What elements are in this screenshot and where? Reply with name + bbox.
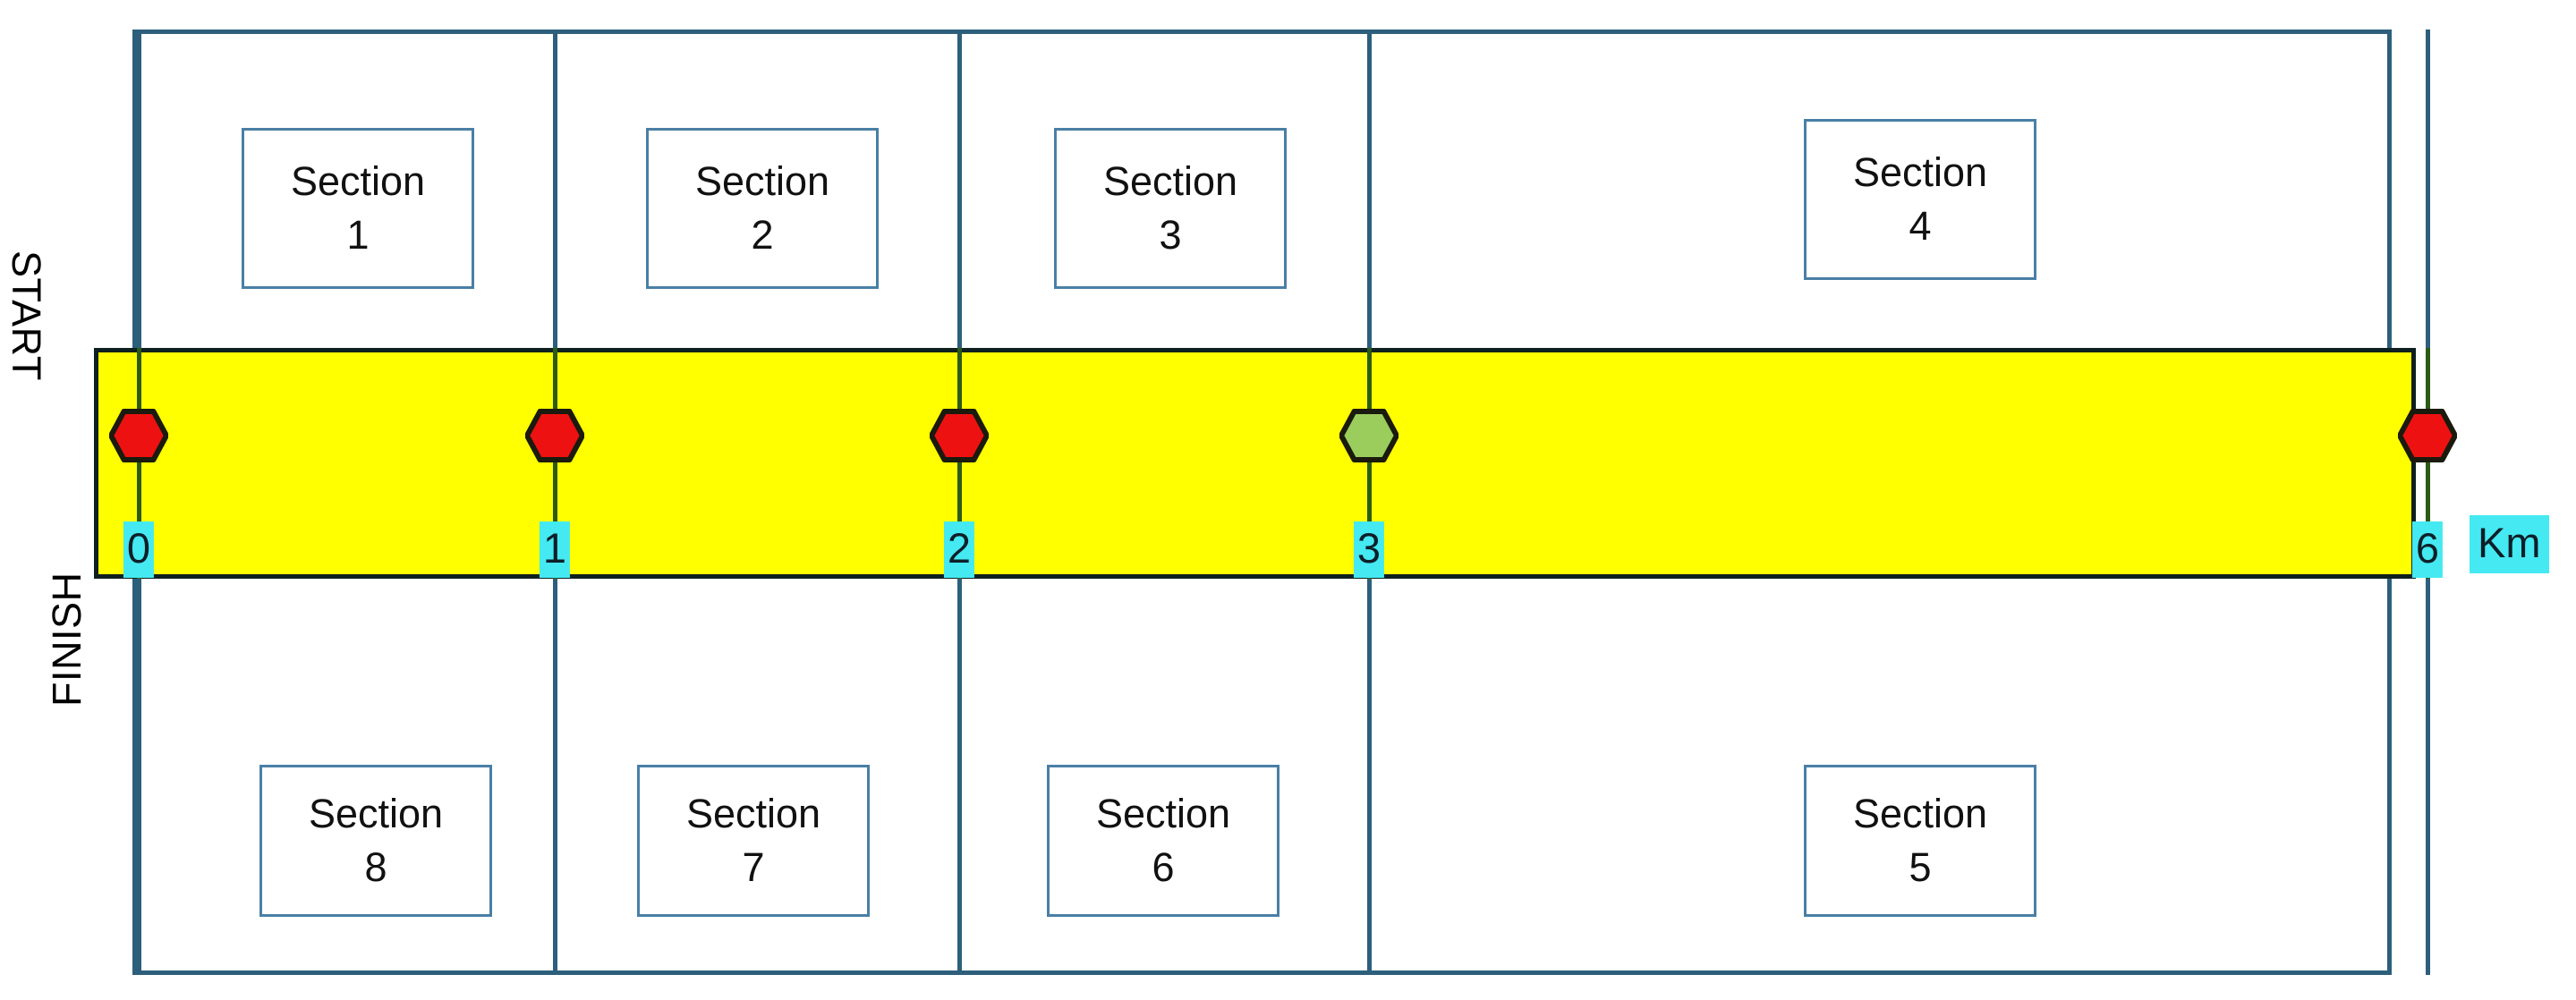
section-box-number: 4	[1909, 203, 1932, 249]
section-box-word: Section	[308, 790, 444, 836]
finish-label: FINISH	[44, 572, 89, 707]
km-unit-tag: Km	[2470, 515, 2549, 573]
section-box-word: Section	[694, 157, 830, 204]
section-box-number: 6	[1152, 844, 1175, 890]
section-box-number: 3	[1159, 212, 1182, 258]
section-box-2: Section 2	[646, 128, 879, 289]
section-box-5: Section 5	[1804, 765, 2036, 917]
start-label: START	[4, 250, 49, 381]
hexagon-marker-green	[1339, 409, 1399, 462]
hexagon-marker-red	[525, 409, 584, 462]
section-box-number: 1	[346, 212, 370, 258]
km-tick-label-0: 0	[123, 521, 155, 578]
marker-stem-3	[1367, 348, 1372, 579]
marker-stem-2	[957, 348, 962, 579]
section-box-7: Section 7	[637, 765, 870, 917]
section-box-8: Section 8	[259, 765, 492, 917]
section-box-6: Section 6	[1047, 765, 1279, 917]
marker-stem-1	[553, 348, 557, 579]
section-box-number: 7	[742, 844, 765, 890]
section-box-number: 8	[364, 844, 387, 890]
marker-stem-0	[137, 348, 141, 579]
section-box-number: 2	[751, 212, 774, 258]
section-box-3: Section 3	[1054, 128, 1287, 289]
section-box-word: Section	[685, 790, 821, 836]
marker-stem-6	[2426, 348, 2430, 579]
section-box-word: Section	[1095, 790, 1231, 836]
section-box-4: Section 4	[1804, 119, 2036, 280]
km-tick-label-3: 3	[1353, 521, 1385, 578]
section-box-word: Section	[1852, 790, 1988, 836]
km-tick-label-1: 1	[539, 521, 571, 578]
km-tick-label-2: 2	[943, 521, 975, 578]
hexagon-marker-red	[930, 409, 989, 462]
km-tick-label-6: 6	[2411, 521, 2444, 578]
section-box-word: Section	[290, 157, 426, 204]
section-box-word: Section	[1852, 148, 1988, 195]
hexagon-marker-red	[2398, 409, 2457, 462]
hexagon-marker-red	[109, 409, 168, 462]
section-box-number: 5	[1909, 844, 1932, 890]
section-box-1: Section 1	[242, 128, 474, 289]
road-band	[94, 348, 2416, 579]
section-box-word: Section	[1102, 157, 1238, 204]
